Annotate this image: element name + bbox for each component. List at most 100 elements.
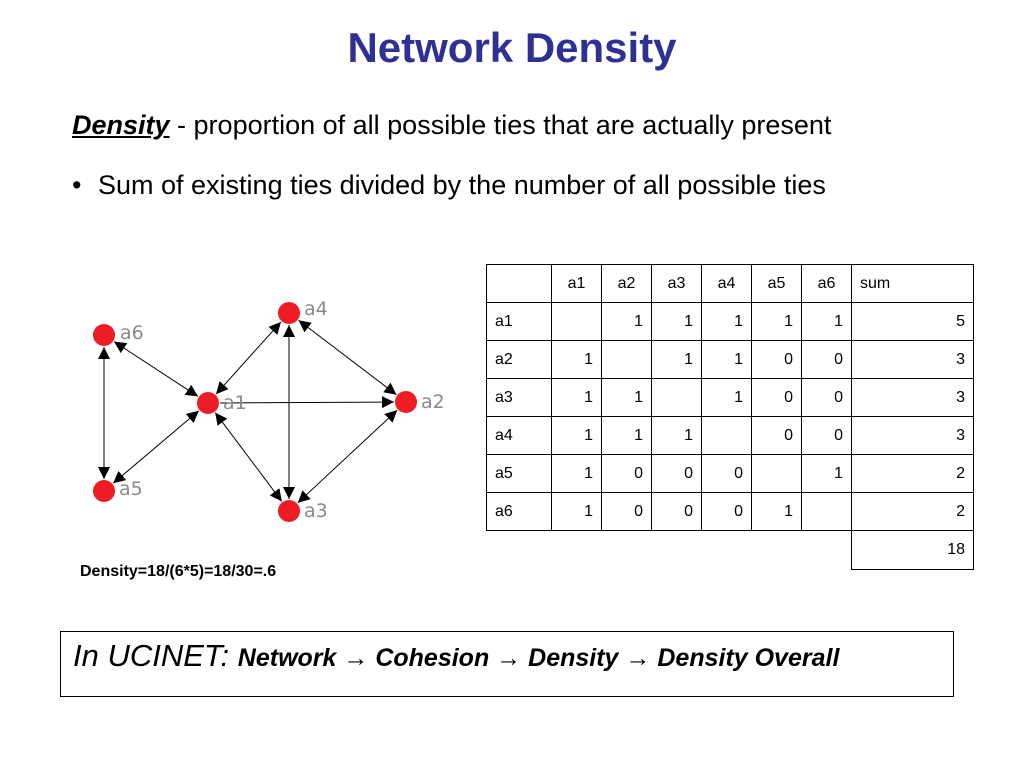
- matrix-row-sum: 3: [851, 378, 974, 417]
- bullet-text: Sum of existing ties divided by the numb…: [98, 170, 826, 200]
- definition-line: Density - proportion of all possible tie…: [72, 110, 831, 141]
- node-a1: [197, 392, 219, 414]
- node-label-a2: a2: [421, 391, 445, 413]
- node-label-a1: a1: [223, 392, 247, 414]
- matrix-cell: 1: [701, 340, 752, 379]
- matrix-header-cell: sum: [851, 264, 974, 303]
- edge-a1-a5: [112, 410, 200, 484]
- matrix-cell: 0: [701, 454, 752, 493]
- matrix-row-label: a5: [486, 454, 552, 493]
- matrix-header-cell: a4: [701, 264, 752, 303]
- matrix-cell: 1: [551, 378, 602, 417]
- matrix-blank-cell: [487, 531, 552, 570]
- matrix-header-cell: a2: [601, 264, 652, 303]
- matrix-row-sum: 2: [851, 454, 974, 493]
- matrix-cell: 0: [751, 340, 802, 379]
- bullet-point: • Sum of existing ties divided by the num…: [72, 170, 826, 201]
- matrix-row-label: a1: [486, 302, 552, 341]
- matrix-cell: 1: [751, 302, 802, 341]
- matrix-cell: [551, 302, 602, 341]
- matrix-total-row: 18: [487, 530, 974, 570]
- matrix-row-label: a4: [486, 416, 552, 455]
- slide-title: Network Density: [347, 24, 677, 71]
- menu-path-step: Density Overall: [657, 644, 840, 672]
- matrix-cell: 1: [601, 302, 652, 341]
- node-label-a6: a6: [120, 322, 144, 344]
- matrix-cell: 1: [651, 416, 702, 455]
- density-formula: Density=18/(6*5)=18/30=.6: [80, 563, 277, 580]
- definition-term: Density: [72, 110, 170, 140]
- matrix-cell: 1: [651, 340, 702, 379]
- matrix-cell: [801, 492, 852, 531]
- matrix-cell: 1: [701, 302, 752, 341]
- matrix-cell: 1: [751, 492, 802, 531]
- matrix-row-sum: 3: [851, 416, 974, 455]
- matrix-cell: 0: [801, 378, 852, 417]
- arrow-right-icon: →: [336, 644, 376, 672]
- node-label-a3: a3: [304, 500, 328, 522]
- matrix-cell: 1: [701, 378, 752, 417]
- matrix-cell: 0: [801, 416, 852, 455]
- edge-a2-a4: [298, 319, 397, 396]
- node-a4: [278, 302, 300, 324]
- matrix-cell: 1: [801, 302, 852, 341]
- matrix-cell: 1: [801, 454, 852, 493]
- matrix-cell: 1: [551, 416, 602, 455]
- edge-a1-a3: [214, 412, 283, 502]
- matrix-total: 18: [851, 530, 974, 570]
- matrix-cell: 1: [551, 492, 602, 531]
- ucinet-menu-path: Network → Cohesion → Density → Density O…: [238, 644, 840, 672]
- menu-path-step: Density: [528, 644, 619, 672]
- matrix-cell: 1: [601, 378, 652, 417]
- node-a2: [395, 391, 417, 413]
- matrix-cell: 0: [751, 378, 802, 417]
- matrix-cell: 1: [651, 302, 702, 341]
- ucinet-prefix: In UCINET:: [73, 638, 238, 673]
- graph-nodes: a1 a2 a3 a4 a5 a6: [93, 298, 445, 522]
- arrow-right-icon: →: [618, 644, 658, 672]
- matrix-header-cell: a3: [651, 264, 702, 303]
- matrix-header-cell: a6: [801, 264, 852, 303]
- node-label-a5: a5: [119, 478, 143, 500]
- matrix-cell: 0: [651, 454, 702, 493]
- node-a5: [93, 480, 115, 502]
- matrix-blank-cell: [702, 531, 752, 570]
- matrix-header-cell: a5: [751, 264, 802, 303]
- matrix-row-sum: 2: [851, 492, 974, 531]
- matrix-cell: 1: [601, 416, 652, 455]
- matrix-row-label: a2: [486, 340, 552, 379]
- bullet-symbol: •: [72, 170, 82, 200]
- matrix-row-sum: 5: [851, 302, 974, 341]
- matrix-row-sum: 3: [851, 340, 974, 379]
- matrix-cell: 0: [601, 454, 652, 493]
- edge-a2-a3: [297, 409, 398, 504]
- matrix-row-label: a6: [486, 492, 552, 531]
- matrix-header-cell: a1: [551, 264, 602, 303]
- matrix-blank-cell: [802, 531, 852, 570]
- definition-text: - proportion of all possible ties that a…: [169, 110, 832, 140]
- node-a3: [278, 500, 300, 522]
- matrix-header-cell: [486, 264, 552, 303]
- arrow-right-icon: →: [489, 644, 529, 672]
- matrix-cell: [651, 378, 702, 417]
- graph-edges: [98, 319, 398, 504]
- matrix-blank-cell: [602, 531, 652, 570]
- matrix-cell: [751, 454, 802, 493]
- matrix-cell: 0: [651, 492, 702, 531]
- matrix-cell: 0: [801, 340, 852, 379]
- matrix-blank-cell: [552, 531, 602, 570]
- node-a6: [93, 324, 115, 346]
- matrix-cell: 0: [601, 492, 652, 531]
- menu-path-step: Network: [237, 644, 337, 672]
- ucinet-instructions: In UCINET: Network → Cohesion → Density …: [60, 631, 954, 697]
- node-label-a4: a4: [304, 298, 328, 320]
